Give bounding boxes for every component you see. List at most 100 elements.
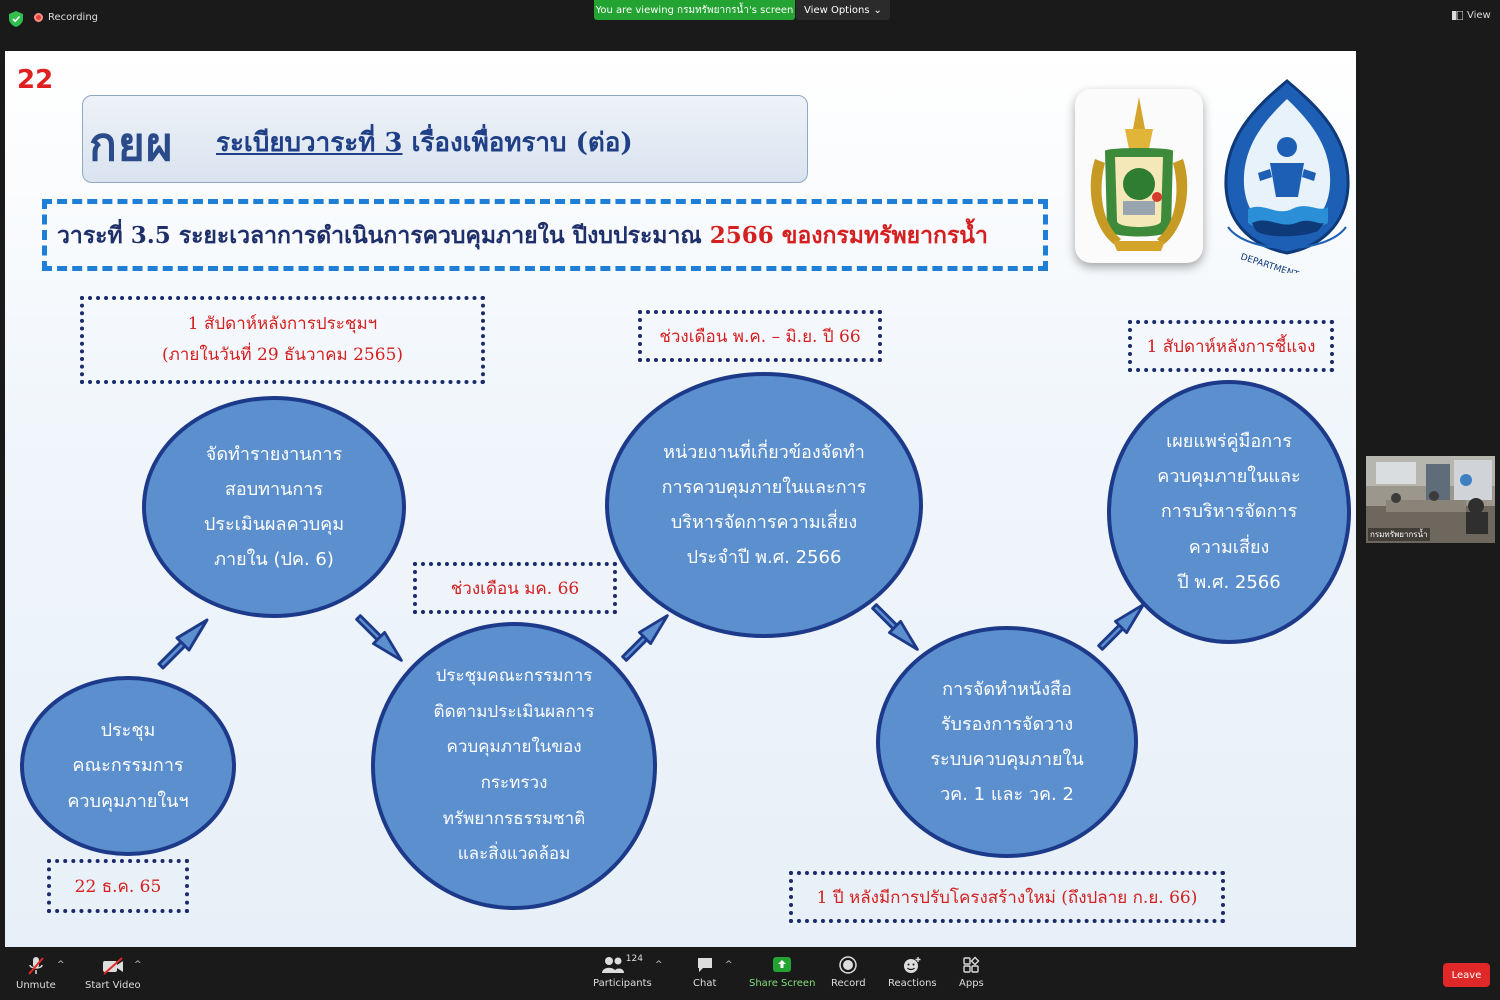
top-bar: Recording You are viewing กรมทรัพยากรน้ำ… bbox=[0, 0, 1500, 50]
note-dec-22: 22 ธ.ค. 65 bbox=[47, 859, 189, 913]
unmute-label: Unmute bbox=[16, 980, 56, 991]
chat-label: Chat bbox=[693, 978, 717, 989]
note-after-meeting: 1 สัปดาห์หลังการประชุมฯ (ภายในวันที่ 29 … bbox=[80, 296, 485, 384]
note-may-june: ช่วงเดือน พ.ค. – มิ.ย. ปี 66 bbox=[638, 310, 882, 362]
video-options-caret-icon[interactable]: ^ bbox=[134, 960, 142, 970]
step-line: ประชุม bbox=[100, 720, 156, 742]
record-label: Record bbox=[831, 978, 866, 989]
agenda-text-main: วาระที่ 3.5 ระยะเวลาการดำเนินการควบคุมภา… bbox=[57, 222, 710, 249]
grid-view-icon bbox=[1452, 11, 1463, 20]
meeting-toolbar: Unmute ^ Start Video ^ 124 Participants … bbox=[0, 948, 1500, 1000]
unmute-button[interactable]: Unmute bbox=[16, 956, 56, 991]
slide-number: 22 bbox=[17, 65, 54, 95]
step-line: และสิ่งแวดล้อม bbox=[457, 844, 571, 865]
audio-options-caret-icon[interactable]: ^ bbox=[57, 960, 65, 970]
chevron-down-icon: ⌄ bbox=[873, 4, 882, 16]
apps-icon bbox=[963, 956, 980, 973]
agenda-box: วาระที่ 3.5 ระยะเวลาการดำเนินการควบคุมภา… bbox=[42, 199, 1048, 271]
apps-label: Apps bbox=[959, 978, 984, 989]
step-line: บริหารจัดการความเสี่ยง bbox=[670, 512, 858, 533]
seal-icon bbox=[1090, 97, 1188, 251]
reactions-icon bbox=[904, 957, 921, 973]
step-line: คณะกรรมการ bbox=[72, 755, 184, 777]
step-line: การจัดทำหนังสือ bbox=[942, 678, 1072, 700]
emblem-caption: DEPARTMENT OF WATER RESOURCES bbox=[1239, 252, 1356, 273]
viewing-banner: You are viewing กรมทรัพยากรน้ำ's screen bbox=[594, 0, 795, 20]
step-publish-manual: เผยแพร่คู่มือการ ควบคุมภายในและ การบริหา… bbox=[1107, 380, 1351, 644]
step-line: ระบบควบคุมภายใน bbox=[930, 749, 1084, 770]
shield-icon[interactable] bbox=[9, 11, 23, 27]
record-icon bbox=[839, 956, 858, 974]
participants-count: 124 bbox=[625, 954, 643, 964]
chat-button[interactable]: Chat bbox=[693, 956, 716, 989]
reactions-button[interactable]: Reactions bbox=[888, 956, 937, 989]
title-topic: เรื่องเพื่อทราบ (ต่อ) bbox=[402, 128, 633, 158]
arrow-down-right-icon bbox=[871, 603, 919, 651]
participants-caret-icon[interactable]: ^ bbox=[655, 960, 663, 970]
arrow-up-right-icon bbox=[1097, 603, 1145, 651]
record-dot-icon bbox=[34, 13, 43, 22]
note-one-year: 1 ปี หลังมีการปรับโครงสร้างใหม่ (ถึงปลาย… bbox=[789, 871, 1225, 923]
step-line: วค. 1 และ วค. 2 bbox=[940, 784, 1074, 806]
step-certification-letter: การจัดทำหนังสือ รับรองการจัดวาง ระบบควบค… bbox=[876, 626, 1138, 858]
step-units-prepare: หน่วยงานที่เกี่ยวข้องจัดทำ การควบคุมภายใ… bbox=[605, 372, 923, 638]
record-button[interactable]: Record bbox=[831, 956, 866, 989]
step-line: ประชุมคณะกรรมการ bbox=[435, 665, 593, 686]
title-agenda: ระเบียบวาระที่ 3 bbox=[216, 128, 403, 158]
arrow-down-right-icon bbox=[355, 614, 403, 662]
step-line: ควบคุมภายในฯ bbox=[67, 790, 189, 812]
agenda-heading: วาระที่ 3.5 ระยะเวลาการดำเนินการควบคุมภา… bbox=[57, 218, 988, 254]
note-after-meeting-line1: 1 สัปดาห์หลังการประชุมฯ bbox=[187, 313, 378, 334]
shared-slide: 22 กยผ ระเบียบวาระที่ 3 เรื่องเพื่อทราบ … bbox=[5, 51, 1356, 947]
view-options-label: View Options bbox=[804, 4, 870, 16]
apps-button[interactable]: Apps bbox=[959, 956, 984, 989]
participants-icon bbox=[601, 957, 624, 973]
meeting-room-image bbox=[1366, 456, 1495, 543]
step-line: ทรัพยากรธรรมชาติ bbox=[442, 808, 586, 829]
water-resources-emblem: DEPARTMENT OF WATER RESOURCES bbox=[1218, 77, 1356, 314]
step-ministry-meeting: ประชุมคณะกรรมการ ติดตามประเมินผลการ ควบค… bbox=[371, 622, 657, 910]
agenda-text-highlight: 2566 ของกรมทรัพยากรน้ำ bbox=[709, 222, 988, 249]
participant-name: กรมทรัพยากรน้ำ bbox=[1368, 528, 1430, 541]
step-line: กระทรวง bbox=[480, 773, 548, 793]
share-screen-button[interactable]: Share Screen bbox=[749, 956, 815, 989]
step-line: ปี พ.ศ. 2566 bbox=[1177, 571, 1281, 593]
step-line: จัดทำรายงานการ bbox=[205, 443, 343, 465]
department-logo-icon: DEPARTMENT OF WATER RESOURCES bbox=[1224, 79, 1356, 314]
note-january: ช่วงเดือน มค. 66 bbox=[413, 562, 617, 614]
view-options-button[interactable]: View Options ⌄ bbox=[796, 0, 890, 20]
participants-label: Participants bbox=[593, 978, 652, 989]
share-screen-icon bbox=[773, 957, 792, 972]
step-prepare-report: จัดทำรายงานการ สอบทานการ ประเมินผลควบคุม… bbox=[142, 396, 406, 618]
step-line: ประจำปี พ.ศ. 2566 bbox=[686, 547, 842, 569]
muted-microphone-icon bbox=[28, 957, 44, 975]
step-line: ภายใน (ปค. 6) bbox=[214, 549, 334, 571]
step-line: เผยแพร่คู่มือการ bbox=[1166, 431, 1292, 453]
step-line: รับรองการจัดวาง bbox=[940, 713, 1074, 735]
org-logo: กยผ bbox=[89, 117, 174, 171]
view-button[interactable]: View bbox=[1452, 10, 1491, 21]
leave-button[interactable]: Leave bbox=[1443, 963, 1490, 987]
share-screen-label: Share Screen bbox=[749, 978, 816, 989]
arrow-up-right-icon bbox=[621, 614, 669, 662]
arrow-up-right-icon bbox=[157, 618, 209, 670]
recording-label: Recording bbox=[48, 12, 99, 23]
step-line: การควบคุมภายในและการ bbox=[661, 476, 867, 498]
slide-title: ระเบียบวาระที่ 3 เรื่องเพื่อทราบ (ต่อ) bbox=[216, 122, 633, 163]
start-video-label: Start Video bbox=[85, 980, 141, 991]
title-box: กยผ ระเบียบวาระที่ 3 เรื่องเพื่อทราบ (ต่… bbox=[82, 95, 808, 183]
start-video-button[interactable]: Start Video bbox=[85, 956, 141, 991]
recording-indicator[interactable]: Recording bbox=[34, 12, 98, 23]
view-label: View bbox=[1467, 10, 1491, 21]
chat-caret-icon[interactable]: ^ bbox=[725, 960, 733, 970]
step-committee-meeting: ประชุม คณะกรรมการ ควบคุมภายในฯ bbox=[20, 676, 236, 856]
step-line: ความเสี่ยง bbox=[1188, 536, 1270, 558]
step-line: หน่วยงานที่เกี่ยวข้องจัดทำ bbox=[663, 441, 865, 463]
participant-video-thumbnail[interactable]: กรมทรัพยากรน้ำ bbox=[1366, 456, 1495, 543]
note-after-clarification: 1 สัปดาห์หลังการชี้แจง bbox=[1128, 320, 1334, 372]
ministry-seal-emblem bbox=[1075, 89, 1203, 263]
reactions-label: Reactions bbox=[888, 978, 937, 989]
step-line: ควบคุมภายในและ bbox=[1157, 466, 1301, 488]
participants-button[interactable]: 124 Participants bbox=[593, 954, 652, 989]
step-line: การบริหารจัดการ bbox=[1160, 501, 1298, 523]
